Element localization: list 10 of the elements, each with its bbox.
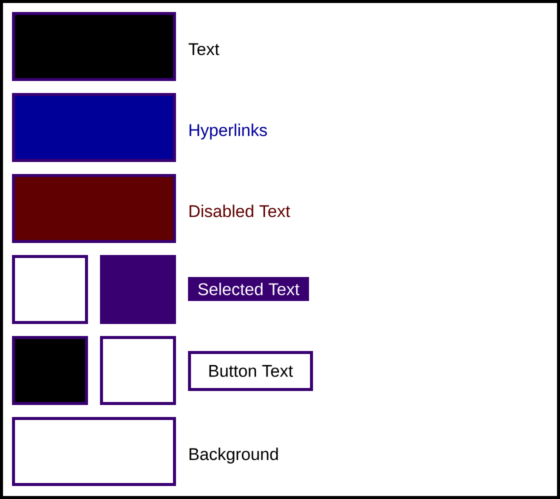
legend-label: Background bbox=[190, 448, 278, 464]
highlighted-text: Selected Text bbox=[188, 276, 309, 301]
color-swatch bbox=[12, 254, 88, 324]
legend-label: Disabled Text bbox=[190, 204, 290, 218]
color-swatch bbox=[12, 336, 88, 405]
color-swatch bbox=[100, 336, 176, 405]
legend-label: Text bbox=[188, 43, 220, 56]
legend-label: Hyperlinks bbox=[190, 124, 267, 140]
button: Button Text bbox=[188, 350, 313, 391]
color-swatch bbox=[100, 254, 176, 324]
